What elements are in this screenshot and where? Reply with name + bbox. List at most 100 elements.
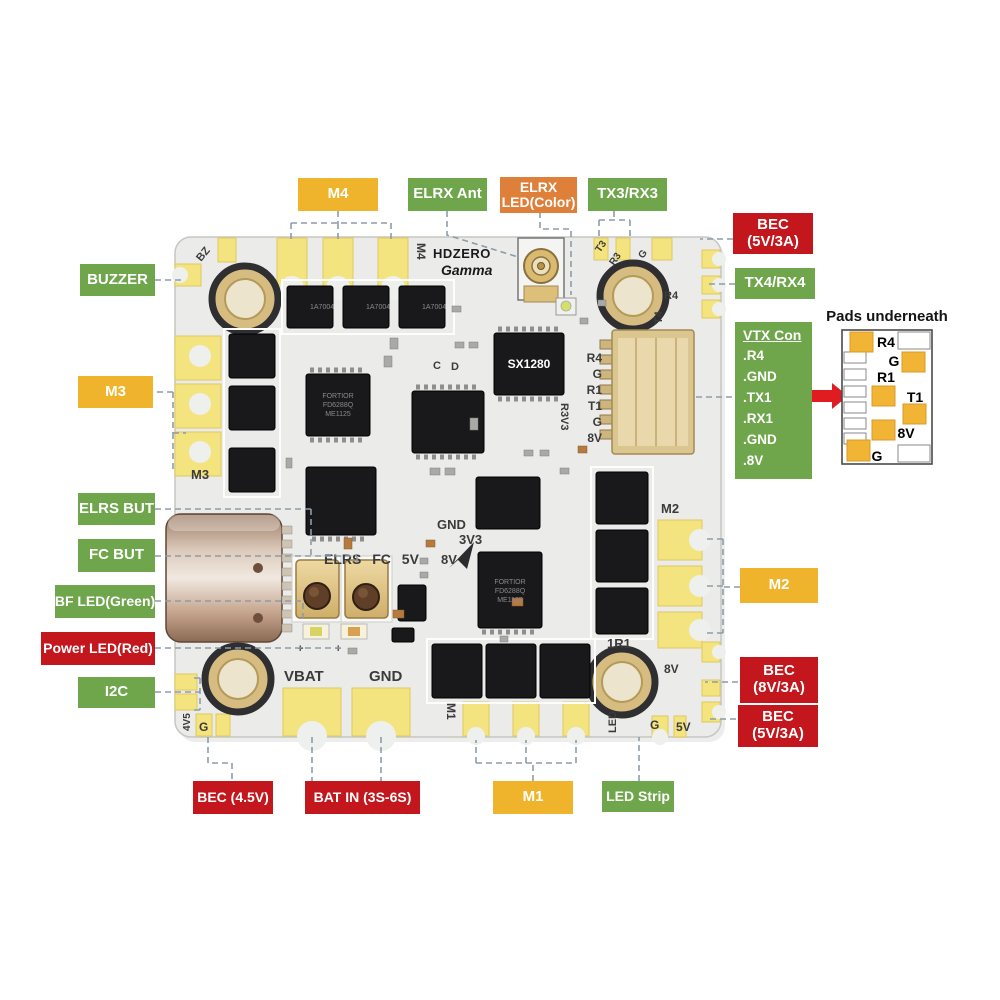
chip-label-fortior-1: FORTIOR FD6288Q ME1125 [322, 393, 353, 418]
status-leds [302, 623, 368, 640]
silk-d: D [451, 361, 459, 373]
pads-underneath-pads [846, 331, 927, 462]
callout-bec-8v3a: BEC (8V/3A) [740, 657, 818, 703]
silk-m4: M4 [414, 243, 428, 260]
silk-m3: M3 [191, 467, 209, 482]
silk-4v5: 4V5 [182, 713, 193, 731]
pad-label-g1: G [889, 353, 900, 369]
silk-c: C [433, 360, 441, 372]
silk-5v-right: 5V [676, 720, 691, 734]
silk-g-right: G [650, 718, 659, 732]
line-tx3rx3 [598, 211, 631, 238]
line-elrx-led [539, 212, 572, 295]
line-bat-in [311, 737, 382, 781]
callout-bec-5v3a-bottom: BEC (5V/3A) [738, 705, 818, 747]
callout-bec-5v3a-top: BEC (5V/3A) [733, 213, 813, 254]
callout-bec-45v: BEC (4.5V) [193, 781, 273, 814]
ffc-pin-g1: G [593, 367, 602, 381]
callout-power-led-red: Power LED(Red) [41, 632, 155, 665]
line-m4 [290, 211, 392, 239]
callout-m1: M1 [493, 781, 573, 814]
mounting-holes [201, 259, 670, 719]
silk-plus-1: + [297, 643, 303, 655]
chip-pins [310, 326, 558, 635]
silk-elrs-fc-5v: ELRS FC 5V [324, 551, 420, 567]
ffc-pin-labels: R4 G R1 T1 G 8V [587, 351, 603, 445]
callout-buzzer: BUZZER [80, 264, 155, 296]
chip-label-fortior-2: FORTIOR FD6288Q ME1125 [494, 579, 525, 604]
silk-led: LED [607, 711, 619, 733]
chip-label-fet3: 1A7004 [422, 304, 446, 311]
silk-8v-center: 8V [441, 552, 457, 567]
elrx-led-component [555, 297, 577, 316]
ic-chips [228, 285, 649, 699]
pad-label-g2: G [872, 448, 883, 464]
arrow-right-icon [812, 383, 848, 409]
betaflight-arrow-icon [449, 542, 474, 569]
chip-label-fet1: 1A7004 [310, 304, 334, 311]
pad-label-r4: R4 [877, 334, 895, 350]
chip-label-sx1280: SX1280 [508, 357, 551, 371]
usb-c-connector [165, 513, 293, 643]
silk-m2: M2 [661, 501, 679, 516]
pad-label-8v: 8V [897, 425, 915, 441]
silk-gnd-bottom: GND [369, 668, 403, 685]
silkscreen-text: BZ M4 HDZERO Gamma T3 R3 G R4 T4 R3V3 C … [182, 238, 691, 734]
vtx-pin-r4: .R4 [743, 348, 765, 363]
ufl-antenna-connector [517, 237, 565, 303]
brand-logo-top: HDZERO [433, 246, 491, 261]
vtx-con-title: VTX Con [743, 327, 802, 343]
silk-r3v3: R3V3 [558, 403, 570, 431]
line-elrx-ant [446, 211, 519, 258]
ffc-pin-g2: G [593, 415, 602, 429]
callout-elrs-but: ELRS BUT [78, 493, 155, 525]
silk-gnd-center: GND [437, 517, 466, 532]
silk-t4: T4 [653, 310, 665, 324]
fortior2-line1: FORTIOR [494, 579, 525, 586]
callout-i2c: I2C [78, 677, 155, 708]
fc-button [340, 555, 393, 623]
ffc-pin-r1: R1 [587, 383, 603, 397]
pads-underneath-slots [843, 331, 931, 463]
fortior2-line3: ME1125 [497, 597, 523, 604]
callout-bf-led-green: BF LED(Green) [55, 585, 155, 618]
silk-vbat: VBAT [284, 668, 324, 685]
pads-underneath-labels: R4 G R1 T1 8V G [872, 334, 924, 464]
callout-bat-in: BAT IN (3S-6S) [305, 781, 420, 814]
ffc-pin-t1: T1 [588, 399, 602, 413]
vtx-pin-rx1: .RX1 [743, 411, 774, 426]
pads-underneath-title: Pads underneath [826, 308, 948, 325]
callout-tx4-rx4: TX4/RX4 [735, 268, 815, 299]
line-fc-but [155, 555, 358, 566]
vtx-pin-gnd2: .GND [743, 432, 777, 447]
vtx-pin-gnd1: .GND [743, 369, 777, 384]
callout-fc-but: FC BUT [78, 539, 155, 572]
pad-label-r1: R1 [877, 369, 895, 385]
callout-vtx-con: VTX Con .R4 .GND .TX1 .RX1 .GND .8V [735, 322, 812, 479]
silk-g-left: G [199, 720, 208, 734]
line-bf-led [155, 600, 304, 623]
chip-label-fet2: 1A7004 [366, 304, 390, 311]
pad-label-t1: T1 [907, 389, 924, 405]
callout-m2: M2 [740, 568, 818, 603]
fortior2-line2: FD6288Q [495, 588, 526, 595]
silkscreen-frames [223, 279, 654, 704]
line-elrs-but [155, 508, 312, 556]
silk-1r1: 1R1 [607, 636, 631, 651]
vtx-ffc-connector [599, 329, 695, 455]
vtx-pin-tx1: .TX1 [743, 390, 772, 405]
callout-led-strip: LED Strip [602, 781, 674, 812]
callout-elrx-led: ELRX LED(Color) [500, 177, 577, 213]
silk-3v3: 3V3 [459, 532, 482, 547]
silk-m1: M1 [444, 703, 458, 720]
ffc-pin-r4: R4 [587, 351, 603, 365]
silk-8v-right: 8V [664, 662, 679, 676]
callout-m3: M3 [78, 376, 153, 408]
line-m2 [704, 538, 740, 634]
callout-elrx-ant: ELRX Ant [408, 178, 487, 211]
callout-m4: M4 [298, 178, 378, 211]
ffc-pin-8v: 8V [587, 431, 602, 445]
callout-lines [153, 211, 740, 781]
pads-underneath-diagram: Pads underneath R4 G R1 T1 8V G [826, 308, 948, 465]
line-m1 [475, 740, 577, 781]
